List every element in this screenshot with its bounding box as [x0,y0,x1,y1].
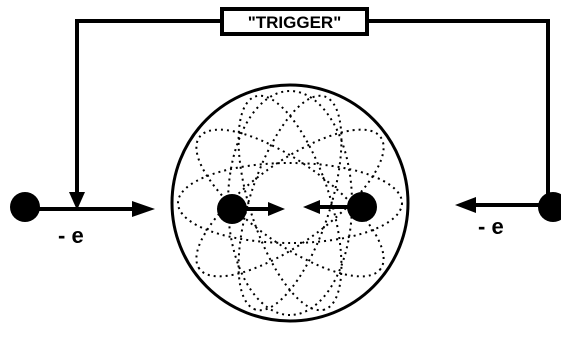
left-particle-arrowhead [132,201,155,217]
trigger-line-right [367,19,550,198]
left-particle-label: - e [58,223,84,248]
right-particle-label: - e [478,214,504,239]
inner-left-arrowhead [268,202,285,216]
inner-right-arrowhead [303,200,320,214]
right-particle-arrowhead [455,197,476,213]
trigger-down-arrowhead [69,192,85,210]
trigger-label: "TRIGGER" [248,13,342,32]
trigger-label-box [220,7,369,36]
nucleus-sphere [170,83,410,323]
trigger-line-left [75,19,222,200]
sphere-outline [170,83,410,323]
